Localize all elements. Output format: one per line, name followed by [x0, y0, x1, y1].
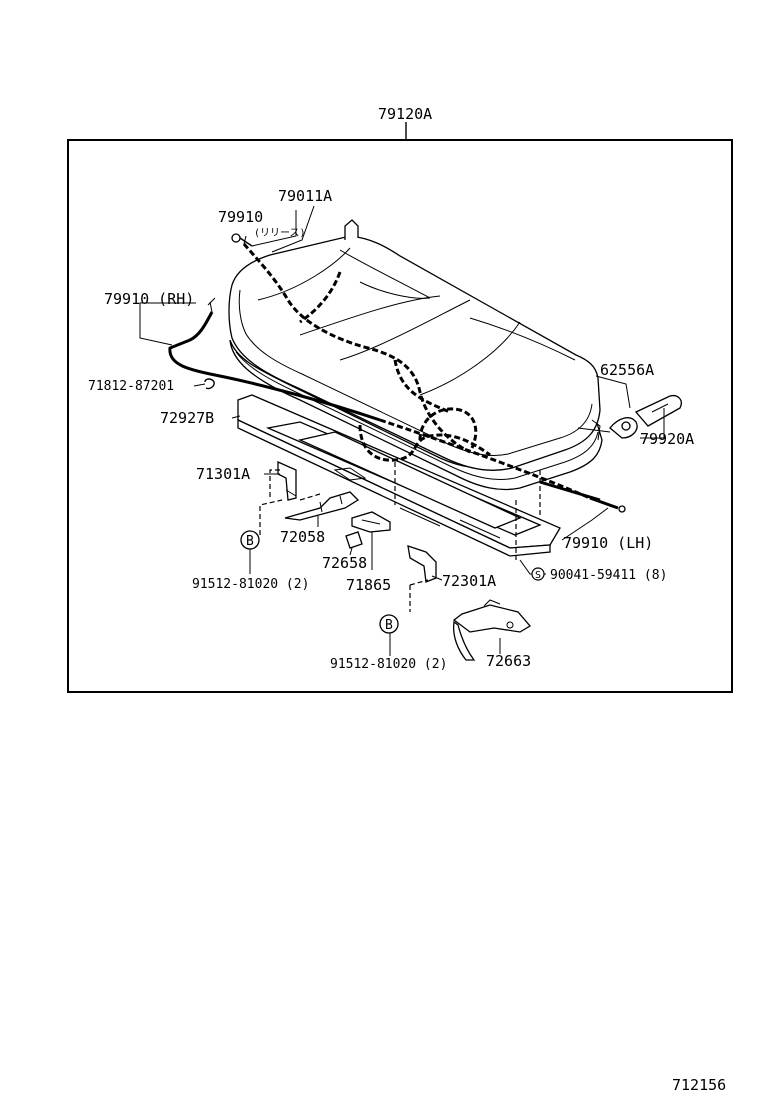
label-71812: 71812-87201 — [88, 379, 174, 394]
label-79910-rh: 79910 (RH) — [104, 290, 194, 308]
belt-bracket — [577, 417, 638, 439]
label-91512-b: 91512-81020 (2) — [330, 657, 447, 672]
label-72658: 72658 — [322, 554, 367, 572]
label-62556A: 62556A — [600, 361, 654, 379]
label-79910-lh: 79910 (LH) — [563, 534, 653, 552]
align-line-2 — [409, 579, 429, 612]
assembly-label: 79120A — [378, 105, 432, 123]
page-code: 712156 — [672, 1076, 726, 1094]
align-line-4 — [299, 462, 396, 505]
assembly-frame — [67, 139, 733, 693]
release-knob — [231, 233, 253, 247]
label-71301A: 71301A — [196, 465, 250, 483]
leader-lines — [139, 205, 665, 656]
bracket-72301A — [407, 545, 437, 583]
label-72058: 72058 — [280, 528, 325, 546]
seat-cushion — [228, 219, 603, 491]
release-cable — [242, 243, 491, 462]
svg-text:B: B — [385, 618, 393, 633]
svg-text:B: B — [246, 534, 254, 549]
bracket-71301A — [277, 460, 297, 501]
label-79910-release: (リリース) — [254, 228, 306, 239]
bracket-72058 — [284, 491, 360, 521]
label-72301A: 72301A — [442, 572, 496, 590]
align-line-1 — [259, 469, 283, 535]
b-marker-2: B — [379, 614, 399, 634]
svg-text:S: S — [535, 570, 541, 581]
belt-buckle — [634, 394, 682, 427]
label-79920A: 79920A — [640, 430, 694, 448]
cable-clip — [204, 378, 215, 390]
label-71865: 71865 — [346, 576, 391, 594]
lock-72663 — [452, 599, 531, 661]
label-90041: 90041-59411 (8) — [550, 568, 667, 583]
label-72663: 72663 — [486, 652, 531, 670]
cap-72658 — [345, 531, 363, 549]
b-marker-1: B — [240, 530, 260, 550]
label-72927B: 72927B — [160, 409, 214, 427]
label-79910: 79910 — [218, 208, 263, 226]
label-91512-a: 91512-81020 (2) — [192, 577, 309, 592]
s-marker: S — [531, 567, 545, 581]
align-line-3 — [515, 470, 541, 560]
lh-cable-end — [539, 480, 601, 502]
seat-frame — [237, 394, 561, 557]
label-79011A: 79011A — [278, 187, 332, 205]
bracket-71865 — [351, 511, 391, 533]
